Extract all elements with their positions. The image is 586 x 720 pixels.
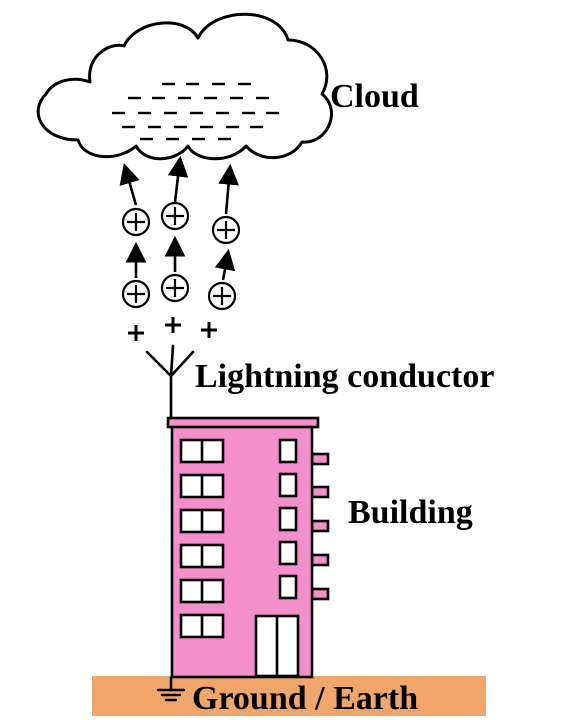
building-door xyxy=(254,614,300,678)
arrow-upper-left xyxy=(119,163,140,206)
arrow-lower-right xyxy=(214,248,236,281)
balcony xyxy=(310,452,330,466)
window-column-right xyxy=(278,438,298,600)
plus-sign xyxy=(165,317,181,333)
circled-plus-icon xyxy=(207,281,237,311)
cloud-shape xyxy=(36,12,333,161)
circled-plus-icon xyxy=(160,201,190,231)
lightning-conductor-label: Lightning conductor xyxy=(195,358,495,395)
circled-plus-icon xyxy=(160,273,190,303)
building-roof xyxy=(166,416,320,429)
plus-sign xyxy=(201,322,217,338)
circled-plus-icon xyxy=(121,279,151,309)
balcony xyxy=(310,519,330,533)
tip-positive-charges xyxy=(128,317,217,341)
circled-plus-icon xyxy=(211,215,241,245)
cloud-label: Cloud xyxy=(330,78,419,115)
ground-earth-label: Ground / Earth xyxy=(192,680,419,717)
earth-icon xyxy=(156,675,186,702)
positive-ions xyxy=(121,201,241,311)
building-label: Building xyxy=(348,494,473,531)
ground-strip xyxy=(92,676,486,716)
window-column-left xyxy=(179,438,225,639)
plus-sign xyxy=(128,325,144,341)
balcony xyxy=(310,485,330,499)
lightning-conductor-rod xyxy=(145,344,195,420)
balcony xyxy=(310,553,330,567)
circled-plus-icon xyxy=(121,207,151,237)
balcony xyxy=(310,587,330,601)
negative-charges xyxy=(112,82,279,141)
charge-flow-arrows xyxy=(119,155,239,281)
arrow-upper-middle xyxy=(167,155,189,203)
building xyxy=(166,416,330,679)
arrow-upper-right xyxy=(218,163,239,215)
